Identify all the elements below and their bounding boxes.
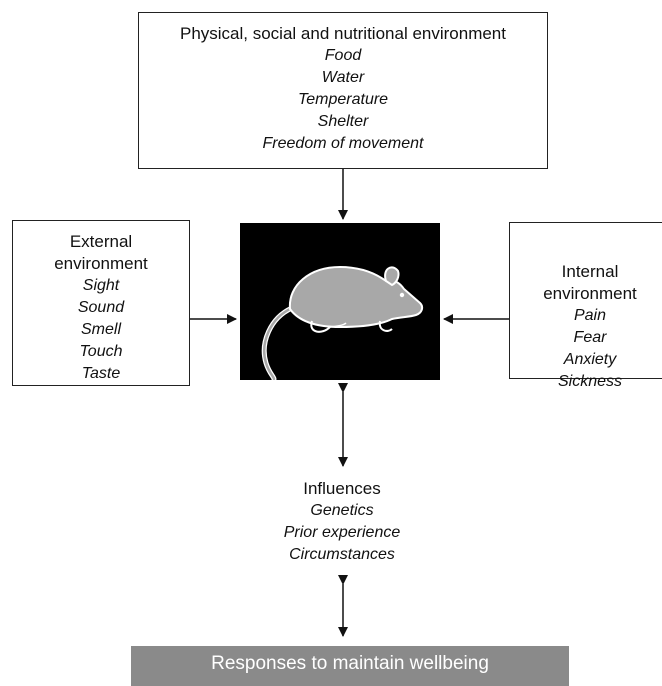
physical-environment-title: Physical, social and nutritional environ… — [179, 24, 506, 43]
influences-block: Influences Genetics Prior experience Cir… — [232, 478, 452, 566]
influences-item-prior-experience: Prior experience — [283, 524, 401, 541]
external-environment-item-sound: Sound — [77, 299, 125, 316]
internal-environment-item-sickness: Sickness — [557, 373, 623, 390]
influences-title: Influences — [303, 479, 381, 498]
internal-environment-item-fear: Fear — [573, 329, 607, 346]
physical-environment-box: Physical, social and nutritional environ… — [138, 12, 548, 169]
physical-environment-item-freedom: Freedom of movement — [262, 135, 424, 152]
physical-environment-item-shelter: Shelter — [317, 113, 369, 130]
physical-environment-item-food: Food — [324, 47, 362, 64]
rat-icon — [261, 265, 424, 380]
external-environment-item-sight: Sight — [82, 277, 120, 294]
physical-environment-item-water: Water — [321, 69, 365, 86]
physical-environment-item-temperature: Temperature — [297, 91, 389, 108]
influences-item-genetics: Genetics — [310, 502, 374, 519]
external-environment-item-smell: Smell — [80, 321, 121, 338]
internal-environment-title-line1: Internal — [561, 262, 619, 281]
influences-item-circumstances: Circumstances — [289, 546, 395, 563]
internal-environment-item-anxiety: Anxiety — [563, 351, 617, 368]
internal-environment-item-pain: Pain — [573, 307, 607, 324]
external-environment-title-line1: External — [69, 232, 133, 251]
internal-environment-box: Internal environment Pain Fear Anxiety S… — [509, 222, 662, 390]
external-environment-item-touch: Touch — [79, 343, 123, 360]
external-environment-box: External environment Sight Sound Smell T… — [12, 220, 190, 386]
internal-environment-title-line2: environment — [543, 284, 637, 303]
external-environment-item-taste: Taste — [81, 365, 121, 382]
rat-panel — [240, 223, 440, 380]
external-environment-title-line2: environment — [54, 254, 148, 273]
